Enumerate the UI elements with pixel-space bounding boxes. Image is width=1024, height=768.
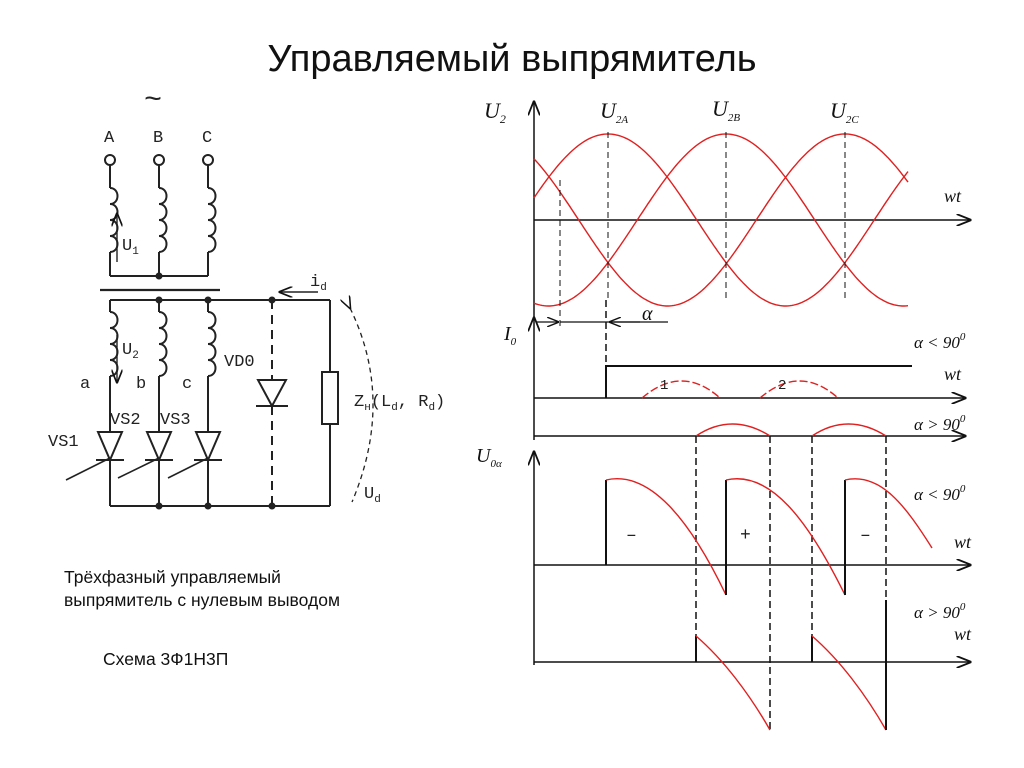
label-id: id (310, 273, 327, 294)
terminal-b (153, 154, 165, 166)
label-phase-a: A (104, 129, 115, 148)
label-alpha: α (642, 303, 653, 325)
wave-u2c (533, 133, 909, 307)
label-vs3: VS3 (160, 411, 191, 430)
label-wt-4: wt (954, 624, 972, 644)
label-sign-minus-2: – (860, 526, 871, 546)
terminal-a (104, 154, 116, 166)
label-u2: U2 (122, 341, 139, 362)
label-u2a: U2A (600, 98, 628, 126)
wave-u2b (533, 133, 909, 307)
label-u2-axis: U2 (484, 98, 506, 126)
label-u0a: U0α (476, 445, 502, 470)
load-resistor (321, 371, 339, 425)
primary-coil-b (158, 187, 168, 253)
scheme-code: Схема 3Ф1Н3П (103, 649, 229, 669)
label-ud: Ud (364, 485, 381, 506)
label-sign-plus: + (740, 526, 751, 546)
circuit-labels: A B C U1 U2 a b c VS2 VS3 VS1 VD0 id Zн(… (48, 129, 445, 506)
label-u2b: U2B (712, 96, 740, 124)
diagram-caption: Трёхфазный управляемый выпрямитель с нул… (64, 567, 340, 610)
ac-symbol: ~ (144, 84, 162, 118)
label-phase-c: C (202, 129, 212, 148)
label-load: Zн(Ld, Rd) (354, 393, 445, 414)
label-sign-minus: – (626, 526, 637, 546)
waveform-labels: U2 U2A U2B U2C wt α I0 α < 900 wt 1 2 α … (476, 96, 972, 644)
secondary-coil-a (109, 311, 119, 377)
slide-title: Управляемый выпрямитель (267, 38, 757, 80)
label-alpha-lt-2: α < 900 (914, 483, 966, 504)
thyristor-vs3 (167, 431, 222, 506)
label-u2c: U2C (830, 98, 859, 126)
label-alpha-lt-1: α < 900 (914, 331, 966, 352)
circuit-schematic: ~ (65, 84, 374, 510)
label-wt-1: wt (944, 186, 962, 206)
waveforms (533, 102, 970, 731)
diode-vd0 (256, 300, 288, 506)
label-sec-c: c (182, 375, 192, 394)
label-alpha-gt-1: α > 900 (914, 413, 966, 434)
primary-coil-a (109, 187, 119, 253)
secondary-coil-b (158, 311, 168, 377)
label-vs2: VS2 (110, 411, 141, 430)
label-sec-b: b (136, 375, 146, 394)
label-sec-a: a (80, 375, 90, 394)
label-vd0: VD0 (224, 353, 255, 372)
label-wt-3: wt (954, 532, 972, 552)
label-u1: U1 (122, 237, 139, 258)
wave-u2a (533, 133, 909, 307)
label-pulse-2: 2 (778, 378, 786, 394)
primary-coil-c (207, 187, 217, 253)
label-i0: I0 (503, 323, 517, 348)
label-vs1: VS1 (48, 433, 79, 452)
terminal-c (202, 154, 214, 166)
thyristor-vs1 (65, 431, 124, 506)
secondary-coil-c (207, 311, 217, 377)
label-alpha-gt-2: α > 900 (914, 601, 966, 622)
label-pulse-1: 1 (660, 378, 668, 394)
label-phase-b: B (153, 129, 163, 148)
label-wt-2: wt (944, 364, 962, 384)
thyristor-vs2 (117, 431, 173, 506)
